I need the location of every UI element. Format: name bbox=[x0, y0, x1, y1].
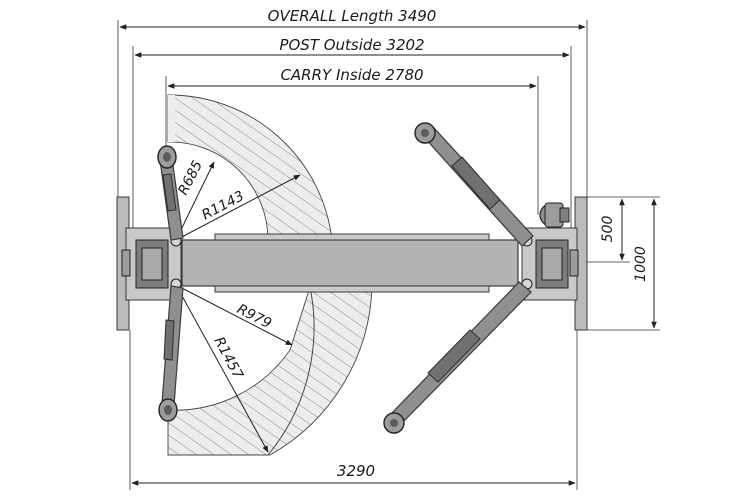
crossbeam bbox=[181, 233, 519, 293]
extension-lines bbox=[117, 20, 660, 490]
radius-r1143-label: R1143 bbox=[199, 188, 247, 223]
post-depth-500-label: 500 bbox=[600, 216, 616, 243]
left-lower-arm bbox=[158, 285, 184, 422]
right-lower-arm bbox=[383, 281, 532, 434]
dimension-lines bbox=[119, 24, 657, 486]
left-upper-arm bbox=[157, 145, 184, 241]
post-outside-label: POST Outside 3202 bbox=[279, 36, 424, 54]
overall-length-label: OVERALL Length 3490 bbox=[268, 7, 437, 25]
post-depth-1000-label: 1000 bbox=[633, 246, 649, 282]
right-post bbox=[521, 196, 588, 331]
right-upper-arm bbox=[414, 122, 534, 247]
swing-sector-bottom bbox=[167, 285, 373, 456]
radius-r685-label: R685 bbox=[175, 158, 206, 198]
swing-sector-top bbox=[167, 94, 333, 241]
radius-r979-label: R979 bbox=[234, 301, 274, 332]
radius-lines bbox=[175, 161, 301, 453]
carry-inside-label: CARRY Inside 2780 bbox=[280, 66, 423, 84]
bottom-width-label: 3290 bbox=[337, 462, 375, 480]
